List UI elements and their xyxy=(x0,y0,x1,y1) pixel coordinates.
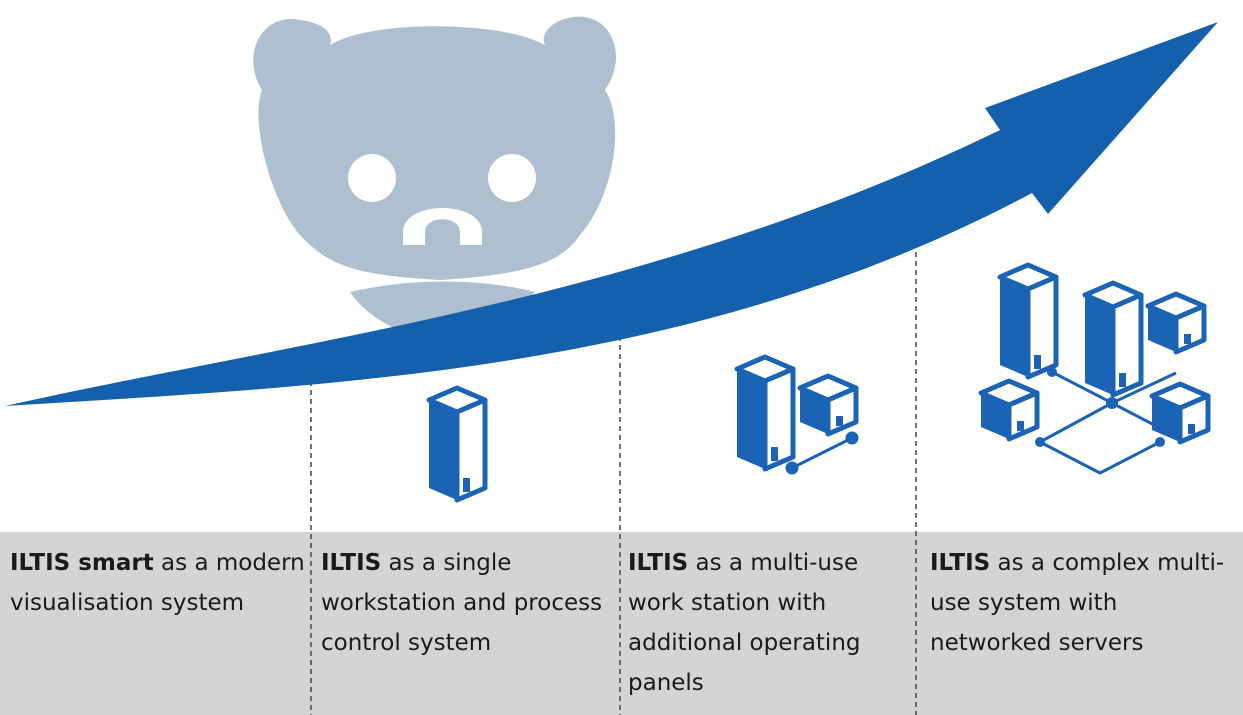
caption-product: ILTIS xyxy=(930,550,991,576)
stage-dividers xyxy=(310,225,917,715)
caption-product: ILTIS xyxy=(628,550,689,576)
caption-description: as a single workstation and process cont… xyxy=(321,550,603,656)
stage-caption-2: ILTIS as a single workstation and proces… xyxy=(321,543,613,663)
stage-caption-4: ILTIS as a complex multi-use system with… xyxy=(930,543,1230,663)
stage-caption-3: ILTIS as a multi-use work station with a… xyxy=(628,543,910,703)
caption-band xyxy=(0,532,1243,715)
caption-description: as a multi-use work station with additio… xyxy=(628,550,861,696)
growth-arrow-icon xyxy=(5,22,1218,406)
network-icon xyxy=(981,265,1208,475)
caption-description: as a complex multi-use system with netwo… xyxy=(930,550,1225,656)
caption-product: ILTIS smart xyxy=(10,550,154,576)
caption-product: ILTIS xyxy=(321,550,382,576)
server-icon xyxy=(429,388,485,500)
network-icon xyxy=(737,357,859,475)
caption-description: as a modern visualisation system xyxy=(10,550,305,616)
stage-caption-1: ILTIS smart as a modern visualisation sy… xyxy=(10,543,306,623)
